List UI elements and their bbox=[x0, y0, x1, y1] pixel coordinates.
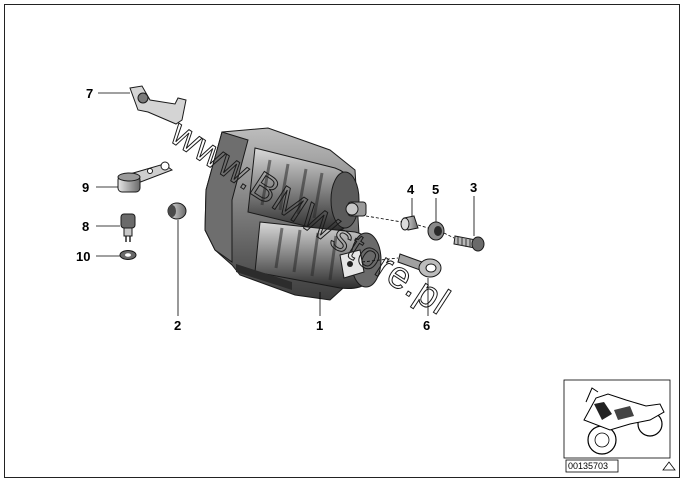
reference-number: 00135703 bbox=[568, 461, 608, 471]
thumbnail-box: 00135703 bbox=[563, 379, 676, 473]
leader-lines bbox=[96, 92, 475, 316]
diagram-frame bbox=[4, 4, 680, 478]
motorcycle-icon bbox=[583, 387, 665, 455]
callout-9: 9 bbox=[82, 180, 89, 195]
holder-part-9 bbox=[117, 161, 174, 193]
switch-part-8 bbox=[120, 213, 136, 242]
washer-part-10 bbox=[119, 250, 137, 260]
sleeve-part-4 bbox=[400, 215, 419, 231]
callout-10: 10 bbox=[76, 249, 90, 264]
bracket-part-7 bbox=[129, 85, 187, 125]
triangle-icon bbox=[662, 461, 676, 471]
cable-lug-part-6 bbox=[397, 253, 442, 278]
nut-part-5 bbox=[427, 221, 445, 241]
callout-8: 8 bbox=[82, 219, 89, 234]
callout-5: 5 bbox=[432, 182, 439, 197]
callout-6: 6 bbox=[423, 318, 430, 333]
callout-3: 3 bbox=[470, 180, 477, 195]
callout-1: 1 bbox=[316, 318, 323, 333]
screw-part-3 bbox=[453, 235, 485, 252]
callout-7: 7 bbox=[86, 86, 93, 101]
bushing-part-2 bbox=[167, 202, 187, 220]
housing-part-1 bbox=[204, 127, 382, 301]
callout-4: 4 bbox=[407, 182, 415, 197]
callout-2: 2 bbox=[174, 318, 181, 333]
